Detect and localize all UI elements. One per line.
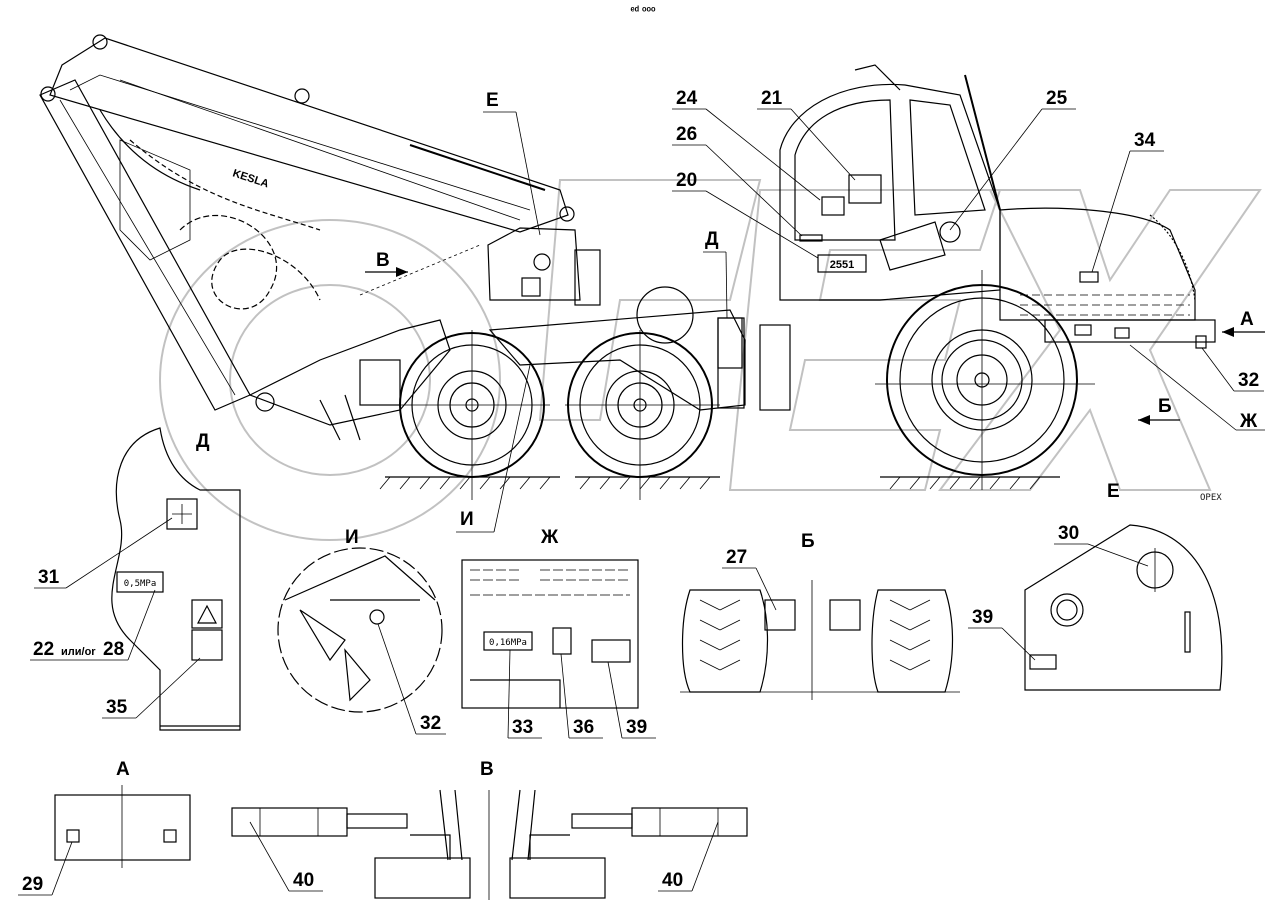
label-d-ref: Д [705,229,719,250]
decal-32-i [369,609,385,625]
crane-stick [39,79,251,411]
arrow-b: Б [1138,396,1180,425]
svg-text:26: 26 [676,124,697,145]
svg-text:Б: Б [1158,396,1172,417]
callout-32-main: 32 [1201,347,1264,392]
decal-22 [116,571,164,593]
radiator-grille [1020,294,1190,316]
svg-text:25: 25 [1046,88,1068,109]
callout-30: 30 [1058,523,1079,544]
decal-32-main [1195,335,1207,349]
arrow-v: В [365,250,408,277]
decal-39-e [1029,654,1057,670]
callout-39-e: 39 [972,607,993,628]
callout-29: 29 [22,874,43,895]
view-zh-title: Ж [540,527,559,548]
callout-34: 34 [1091,130,1164,273]
cab-number: 2551 [830,259,854,271]
cab: 2551 [779,64,1001,301]
decal-24 [821,196,845,216]
view-d-title: Д [196,431,210,452]
callout-28: 28 [103,639,124,660]
svg-text:21: 21 [761,88,783,109]
svg-text:В: В [376,250,390,271]
decal-35b [191,629,223,661]
callout-24: 24 [672,88,821,201]
harvester-head [248,319,451,441]
main-machine: KESLA [39,34,1265,533]
view-b-title: Б [801,531,815,552]
top-mark: ᵉᵈ ᵒᵒᵒ [630,5,656,17]
crane-base [487,227,601,306]
view-a: А 29 [18,759,191,896]
callout-35: 35 [106,697,128,718]
cab-number-plate [817,254,867,273]
decal-34 [1079,271,1099,283]
hose-chain [129,139,481,310]
light-right [631,807,748,837]
rear-wheel-right [565,330,720,500]
view-b: Б 27 [680,531,960,700]
arrow-a: А [1222,309,1265,337]
pressure-plate-d: 0,5MPa [124,579,157,589]
rear-wheel-left [395,330,550,500]
view-v: В 40 40 [231,759,748,900]
front-wheel [875,270,1095,490]
callout-22-note: или/or [61,646,96,658]
label-zh-ref: Ж [1239,411,1258,432]
svg-text:А: А [1240,309,1254,330]
callout-22: 22 [33,639,54,660]
svg-text:24: 24 [676,88,698,109]
label-e-ref: Е [486,90,499,111]
light-left [231,807,348,837]
boom-brand: KESLA [231,167,270,190]
view-e-title: Е [1107,481,1120,502]
callout-40-left: 40 [293,870,314,891]
callout-27: 27 [726,547,747,568]
watermark: OPEX [159,179,1262,541]
decal-29b [163,829,177,843]
decal-36 [552,627,572,655]
decal-39-zh [591,639,631,663]
view-i: И 32 [277,527,446,735]
decal-27 [764,599,796,631]
decal-21 [848,174,882,204]
svg-text:34: 34 [1134,130,1156,151]
callout-39-zh: 39 [626,717,647,738]
callout-25: 25 [949,88,1076,231]
label-i-ref: И [460,509,474,530]
svg-text:20: 20 [676,170,697,191]
callout-21: 21 [757,88,856,181]
view-i-title: И [345,527,359,548]
svg-text:32: 32 [1238,370,1259,391]
callout-20: 20 [672,170,819,259]
engine-hood [999,207,1216,349]
callout-26: 26 [672,124,803,237]
view-a-title: А [116,759,130,780]
callout-36: 36 [573,717,594,738]
callout-33: 33 [512,717,533,738]
decal-29a [66,829,80,843]
view-v-title: В [480,759,494,780]
view-e: Е 30 39 [968,481,1223,691]
ground-line [379,476,1060,490]
view-zh: Ж 0,16MPa 33 36 39 [461,527,656,739]
decal-31 [166,498,198,530]
callout-31: 31 [38,567,60,588]
panel-d [717,317,743,369]
watermark-text: OPEX [1200,493,1222,503]
pressure-plate-zh: 0,16MPa [489,638,527,648]
callout-40-right: 40 [662,870,683,891]
decal-33 [483,631,533,651]
decal-35a [191,599,223,629]
callout-32-i: 32 [420,713,441,734]
view-d: Д 0,5MPa 31 22 или/or 28 35 [30,427,241,731]
decal-26 [799,234,823,242]
